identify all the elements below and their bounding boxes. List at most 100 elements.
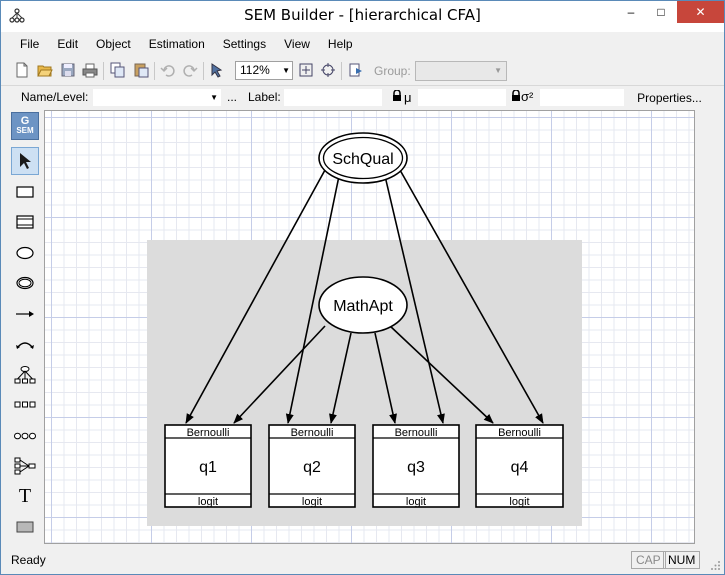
latent-variable-mathapt[interactable]: MathApt bbox=[318, 276, 408, 334]
path-arrow-mathapt-q1[interactable] bbox=[233, 325, 326, 424]
q3-family-label: Bernoulli bbox=[395, 427, 438, 439]
q2-link-label: logit bbox=[302, 496, 322, 508]
path-arrow-mathapt-q4[interactable] bbox=[388, 324, 494, 424]
path-arrow-schqual-q2[interactable] bbox=[285, 175, 340, 424]
regression-component-icon bbox=[14, 457, 36, 475]
sigma-squared-input[interactable] bbox=[539, 88, 625, 107]
mu-label: μ bbox=[404, 90, 412, 105]
window-title: SEM Builder - [hierarchical CFA] bbox=[244, 6, 481, 24]
text-tool[interactable]: T bbox=[18, 484, 32, 507]
group-select[interactable]: ▼ bbox=[415, 61, 507, 81]
center-view-icon[interactable] bbox=[319, 61, 337, 79]
q4-name-label: q4 bbox=[511, 459, 529, 476]
zoom-value: 112% bbox=[240, 63, 270, 77]
observed-variable-tool[interactable] bbox=[11, 178, 39, 206]
diagram-canvas[interactable]: SchQual MathApt Bernoulli q1 logit Bern bbox=[44, 110, 695, 544]
menu-file[interactable]: File bbox=[20, 37, 40, 51]
area-tool[interactable] bbox=[11, 513, 39, 541]
double-oval-icon bbox=[16, 276, 34, 290]
status-bar: Ready CAP NUM bbox=[1, 548, 724, 574]
new-file-icon[interactable] bbox=[13, 61, 31, 79]
toolbar-separator bbox=[103, 62, 104, 80]
lock-icon[interactable] bbox=[511, 89, 521, 104]
path-arrow-mathapt-q2[interactable] bbox=[329, 332, 352, 424]
q3-link-label: logit bbox=[406, 496, 426, 508]
path-arrow-mathapt-q3[interactable] bbox=[374, 332, 397, 424]
observed-variable-q4[interactable]: Bernoulli q4 logit bbox=[475, 424, 564, 508]
menu-help[interactable]: Help bbox=[327, 37, 353, 51]
menu-settings[interactable]: Settings bbox=[222, 37, 267, 51]
observed-variable-q1[interactable]: Bernoulli q1 logit bbox=[164, 424, 252, 508]
redo-icon[interactable] bbox=[181, 61, 199, 79]
minimize-button[interactable]: – bbox=[627, 5, 635, 19]
path-arrow-schqual-q3[interactable] bbox=[384, 175, 445, 424]
close-button[interactable]: ✕ bbox=[677, 1, 724, 23]
path-tool[interactable] bbox=[11, 300, 39, 328]
resize-grip-icon[interactable] bbox=[711, 561, 721, 571]
q1-name-label: q1 bbox=[199, 459, 217, 476]
lock-icon[interactable] bbox=[392, 89, 402, 104]
gsem-mode-button[interactable]: G SEM bbox=[11, 112, 39, 140]
open-folder-icon[interactable] bbox=[36, 61, 54, 79]
select-tool[interactable] bbox=[11, 147, 39, 175]
sigma-squared-label: σ² bbox=[521, 89, 534, 104]
copy-icon[interactable] bbox=[109, 61, 127, 79]
mathapt-label: MathApt bbox=[333, 298, 393, 315]
estimate-icon[interactable] bbox=[347, 61, 365, 79]
select-pointer-icon[interactable] bbox=[208, 61, 226, 79]
menu-estimation[interactable]: Estimation bbox=[148, 37, 205, 51]
title-bar: SEM Builder - [hierarchical CFA] – □ ✕ bbox=[1, 1, 724, 32]
rectangle-icon bbox=[16, 186, 34, 198]
add-measurement-component-tool[interactable] bbox=[11, 361, 39, 389]
toolbar: 112% ▼ Group: ▼ bbox=[1, 58, 724, 84]
latent-variable-tool[interactable] bbox=[11, 239, 39, 267]
q2-name-label: q2 bbox=[303, 459, 321, 476]
name-level-input[interactable]: ▼ bbox=[92, 88, 222, 107]
chevron-down-icon: ▼ bbox=[210, 93, 218, 102]
name-level-label: Name/Level: bbox=[21, 90, 89, 104]
multilevel-latent-tool[interactable] bbox=[11, 269, 39, 297]
app-icon bbox=[9, 8, 25, 23]
gsem-line2: SEM bbox=[16, 126, 34, 135]
generalized-response-tool[interactable] bbox=[11, 208, 39, 236]
path-arrow-schqual-q4[interactable] bbox=[399, 169, 544, 424]
schqual-label: SchQual bbox=[332, 151, 393, 168]
oval-icon bbox=[16, 246, 34, 260]
name-level-more-button[interactable]: ... bbox=[227, 90, 238, 104]
pointer-icon bbox=[20, 153, 31, 169]
latent-variable-schqual[interactable]: SchQual bbox=[318, 132, 408, 184]
toolbar-separator bbox=[154, 62, 155, 80]
maximize-button[interactable]: □ bbox=[657, 5, 665, 19]
path-arrow-schqual-q1[interactable] bbox=[185, 169, 326, 424]
q1-family-label: Bernoulli bbox=[187, 427, 230, 439]
zoom-select[interactable]: 112% ▼ bbox=[235, 61, 293, 80]
path-diagram: SchQual MathApt Bernoulli q1 logit Bern bbox=[147, 132, 582, 526]
undo-icon[interactable] bbox=[159, 61, 177, 79]
print-icon[interactable] bbox=[81, 61, 99, 79]
q1-link-label: logit bbox=[198, 496, 218, 508]
mu-input[interactable] bbox=[417, 88, 507, 107]
q2-family-label: Bernoulli bbox=[291, 427, 334, 439]
menu-view[interactable]: View bbox=[284, 37, 310, 51]
covariance-tool[interactable] bbox=[11, 330, 39, 358]
properties-button[interactable]: Properties... bbox=[637, 90, 702, 105]
add-latent-set-tool[interactable] bbox=[11, 422, 39, 450]
save-icon[interactable] bbox=[59, 61, 77, 79]
menu-edit[interactable]: Edit bbox=[57, 37, 79, 51]
label-input[interactable] bbox=[283, 88, 383, 107]
fit-to-window-icon[interactable] bbox=[297, 61, 315, 79]
paste-icon[interactable] bbox=[132, 61, 150, 79]
add-observed-set-tool[interactable] bbox=[11, 391, 39, 419]
q3-name-label: q3 bbox=[407, 459, 425, 476]
observed-variable-q3[interactable]: Bernoulli q3 logit bbox=[372, 424, 460, 508]
num-lock-indicator: NUM bbox=[663, 551, 701, 569]
latent-set-icon bbox=[14, 432, 36, 440]
q4-link-label: logit bbox=[509, 496, 529, 508]
curved-arrow-icon bbox=[16, 342, 34, 349]
chevron-down-icon: ▼ bbox=[494, 66, 502, 75]
observed-variable-q2[interactable]: Bernoulli q2 logit bbox=[268, 424, 356, 508]
add-regression-component-tool[interactable] bbox=[11, 452, 39, 480]
generalized-rectangle-icon bbox=[16, 215, 34, 229]
menu-object[interactable]: Object bbox=[96, 37, 131, 51]
vertical-scrollbar[interactable] bbox=[696, 110, 718, 544]
